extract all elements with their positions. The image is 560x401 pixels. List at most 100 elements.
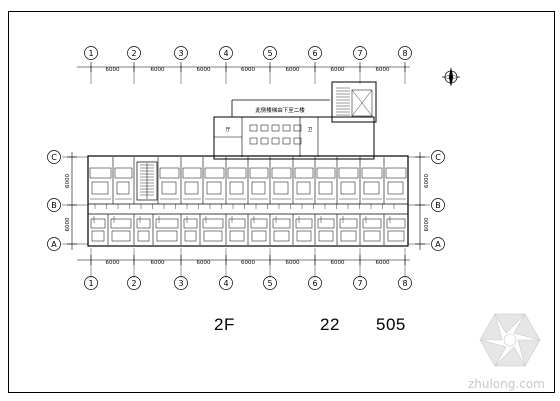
table-icon xyxy=(282,124,291,132)
bathroom-fixture xyxy=(159,167,180,179)
stair-tower xyxy=(336,87,373,117)
axis-label-top: 6 xyxy=(312,49,317,58)
bed-icon xyxy=(184,181,199,195)
floor-label: 2F xyxy=(214,315,235,334)
bed-icon xyxy=(156,230,178,242)
bathroom-fixture xyxy=(385,167,407,179)
service-core: 厅卫 xyxy=(136,87,373,201)
stair-north xyxy=(136,161,158,201)
bathroom-fixture xyxy=(204,167,225,179)
axis-label-bottom: 7 xyxy=(357,279,362,288)
axis-bubble-left xyxy=(47,150,61,164)
axis-label-bottom: 2 xyxy=(131,279,136,288)
logo-petal xyxy=(494,313,526,334)
bed-icon xyxy=(318,230,334,242)
axis-label-top: 4 xyxy=(223,49,228,58)
room-label: 卫 xyxy=(307,127,312,133)
bed-icon xyxy=(273,230,290,242)
axis-bubble-bottom xyxy=(127,276,141,290)
bathroom-fixture xyxy=(228,218,246,229)
bathroom-fixture xyxy=(317,218,335,229)
axis-bubble-top xyxy=(84,46,98,60)
dimension-value-top: 6000 xyxy=(151,67,165,73)
table-icon xyxy=(293,124,302,132)
bed-icon xyxy=(116,181,130,195)
axis-bubble-top xyxy=(263,46,277,60)
axis-label-top: 3 xyxy=(178,49,183,58)
bathroom-fixture xyxy=(338,167,359,179)
axis-bubble-top xyxy=(174,46,188,60)
dimension-value-bottom: 6000 xyxy=(376,260,390,266)
watermark-logo-icon xyxy=(479,313,541,367)
bed-icon xyxy=(340,230,357,242)
dimension-value-bottom: 6000 xyxy=(106,260,120,266)
bed-icon xyxy=(340,181,356,195)
bed-icon xyxy=(387,181,404,195)
bed-icon xyxy=(296,230,312,242)
axis-label-right: A xyxy=(435,240,441,249)
dimension-value-right: 6000 xyxy=(424,174,430,188)
bed-icon xyxy=(161,181,177,195)
dimension-value-left: 6000 xyxy=(65,174,71,188)
bathroom-fixture xyxy=(386,218,406,229)
stair-outline xyxy=(136,161,158,201)
table-icon xyxy=(260,137,269,145)
bed-icon xyxy=(363,230,381,242)
bathroom-fixture xyxy=(272,218,291,229)
dimension-value-bottom: 6000 xyxy=(286,260,300,266)
bed-icon xyxy=(229,181,244,195)
axis-label-bottom: 5 xyxy=(267,279,272,288)
bathroom-fixture xyxy=(316,167,336,179)
bathroom-fixture xyxy=(249,167,269,179)
axis-label-bottom: 8 xyxy=(402,279,407,288)
table-icon xyxy=(249,124,258,132)
room-label: 厅 xyxy=(225,127,230,133)
bathroom-fixture xyxy=(202,218,224,229)
bathroom-fixture xyxy=(339,218,358,229)
axis-label-bottom: 6 xyxy=(312,279,317,288)
axis-bubble-left xyxy=(47,198,61,212)
axis-bubble-bottom xyxy=(174,276,188,290)
axis-bubble-bottom xyxy=(263,276,277,290)
bed-icon xyxy=(251,181,266,195)
bed-icon xyxy=(251,230,267,242)
axis-label-bottom: 1 xyxy=(88,279,93,288)
axis-bubble-top xyxy=(353,46,367,60)
axis-bubble-right xyxy=(431,150,445,164)
bathroom-fixture xyxy=(114,167,133,179)
bed-icon xyxy=(203,230,223,242)
dimension-value-left: 6000 xyxy=(65,217,71,231)
dimension-value-top: 6000 xyxy=(286,67,300,73)
axis-bubble-right xyxy=(431,198,445,212)
bed-icon xyxy=(184,230,197,242)
axis-bubble-top xyxy=(398,46,412,60)
room-count: 505 xyxy=(376,315,406,334)
logo-center xyxy=(503,333,517,347)
axis-label-top: 1 xyxy=(88,49,93,58)
axis-bubble-top xyxy=(127,46,141,60)
bed-icon xyxy=(91,230,105,242)
bed-icon xyxy=(111,230,131,242)
bed-icon xyxy=(91,181,109,195)
bed-icon xyxy=(318,181,333,195)
table-icon xyxy=(271,137,280,145)
table-icon xyxy=(293,137,302,145)
table-icon xyxy=(271,124,280,132)
bathroom-fixture xyxy=(155,218,179,229)
bathroom-fixture xyxy=(183,218,198,229)
dimension-value-top: 6000 xyxy=(376,67,390,73)
axis-label-top: 7 xyxy=(357,49,362,58)
bathroom-fixture xyxy=(90,218,106,229)
north-arrow-icon xyxy=(441,67,461,87)
dimension-lines: 6000 6000 6000 6000 6000 6000 6000 6000 6000 6000… xyxy=(62,62,430,278)
dimension-value-right: 6000 xyxy=(424,217,430,231)
axis-bubble-bottom xyxy=(398,276,412,290)
table-icon xyxy=(260,124,269,132)
bed-icon xyxy=(363,181,380,195)
dimension-value-bottom: 6000 xyxy=(151,260,165,266)
compass-cross xyxy=(441,74,461,80)
bathroom-fixture xyxy=(110,218,132,229)
dimension-value-bottom: 6000 xyxy=(197,260,211,266)
